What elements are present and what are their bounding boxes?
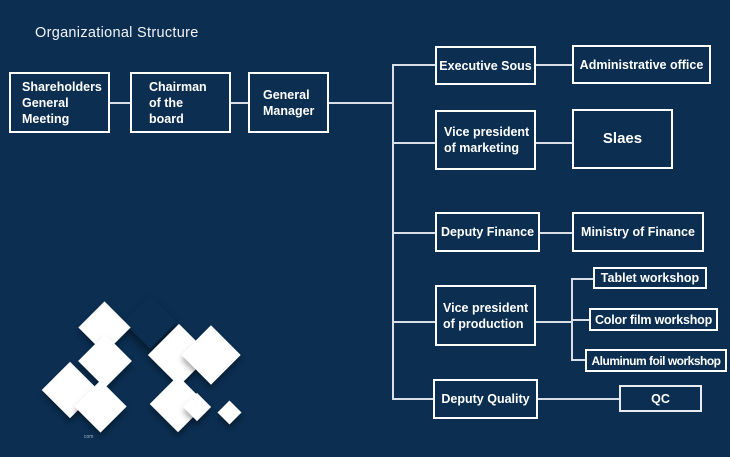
connector-df-mof	[540, 232, 572, 234]
diamond-shape	[149, 375, 207, 433]
connector-to-color-film	[571, 319, 589, 321]
node-qc: QC	[619, 385, 702, 412]
diagram-title: Organizational Structure	[35, 25, 199, 41]
node-deputy-finance: Deputy Finance	[435, 212, 540, 252]
connector-to-vp-production	[392, 321, 435, 323]
diamond-shape	[217, 400, 242, 425]
watermark-text: com	[84, 434, 94, 440]
node-label: Tablet workshop	[600, 271, 700, 285]
connector-to-deputy-finance	[392, 232, 435, 234]
diamond-shape	[78, 301, 131, 354]
connector-to-deputy-quality	[392, 398, 433, 400]
node-label: General Manager	[263, 87, 315, 118]
connector-gm-trunk	[329, 102, 394, 104]
node-label: QC	[651, 391, 670, 406]
connector-to-tablet	[571, 278, 593, 280]
node-label: Color film workshop	[594, 312, 713, 327]
diamond-shape	[181, 325, 241, 385]
node-vp-production: Vice president of production	[435, 285, 536, 346]
diamond-shape	[182, 392, 212, 422]
node-tablet-workshop: Tablet workshop	[593, 267, 707, 289]
node-aluminum-foil-workshop: Aluminum foil workshop	[585, 349, 727, 372]
node-label: Ministry of Finance	[581, 225, 695, 239]
node-label: Aluminum foil workshop	[591, 353, 722, 368]
node-label: Administrative office	[579, 57, 704, 72]
connector-dq-qc	[538, 398, 619, 400]
diamond-shape	[74, 380, 127, 433]
connector-chairman-gm	[231, 102, 248, 104]
node-chairman: Chairman of the board	[130, 72, 231, 133]
connector-shareholders-chairman	[110, 102, 130, 104]
node-label: Vice president of production	[443, 300, 529, 331]
node-sales: Slaes	[572, 109, 673, 169]
connector-vpm-sales	[536, 142, 572, 144]
node-label: Slaes	[602, 130, 643, 147]
connector-main-trunk	[392, 64, 394, 399]
diamond-shape	[147, 323, 211, 387]
node-label: Chairman of the board	[149, 79, 207, 126]
node-general-manager: General Manager	[248, 72, 329, 133]
node-color-film-workshop: Color film workshop	[589, 308, 718, 331]
connector-to-executive-sous	[392, 64, 435, 66]
node-executive-sous: Executive Sous	[435, 46, 536, 85]
node-deputy-quality: Deputy Quality	[433, 379, 538, 419]
connector-to-aluminum	[571, 359, 585, 361]
node-shareholders-meeting: Shareholders General Meeting	[9, 72, 110, 133]
node-administrative-office: Administrative office	[572, 45, 711, 84]
node-label: Deputy Quality	[441, 392, 530, 406]
node-ministry-of-finance: Ministry of Finance	[572, 212, 704, 252]
node-label: Deputy Finance	[440, 225, 535, 239]
node-label: Vice president of marketing	[444, 125, 530, 155]
node-vp-marketing: Vice president of marketing	[435, 110, 536, 170]
node-label: Shareholders General Meeting	[22, 79, 102, 126]
connector-to-vp-marketing	[392, 142, 435, 144]
node-label: Executive Sous	[439, 58, 532, 73]
connector-exec-admin	[536, 64, 572, 66]
diamond-shape	[41, 361, 99, 419]
connector-vpp-subtrunk	[536, 321, 573, 323]
diamond-shape	[78, 334, 132, 388]
diamond-shape	[123, 295, 177, 349]
